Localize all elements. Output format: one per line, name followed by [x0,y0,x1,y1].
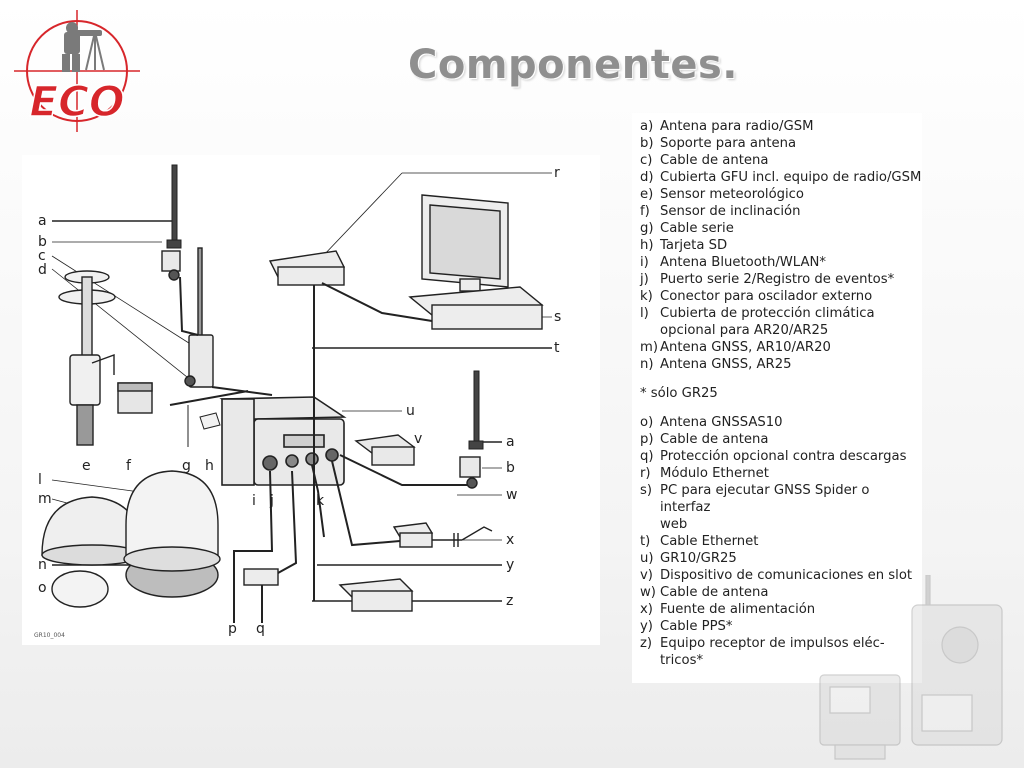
gnss-antenna-as10 [51,570,109,608]
callout-d: d [38,262,47,278]
legend-item: m)Antena GNSS, AR10/AR20 [640,340,831,355]
legend-item: i)Antena Bluetooth/WLAN* [640,255,826,270]
legend-item: r)Módulo Ethernet [640,466,769,481]
callout-n: n [38,557,47,573]
leader-r2 [321,172,403,258]
callout-v: v [414,431,422,447]
legend-item: z)Equipo receptor de impulsos eléc- tric… [640,636,885,668]
legend-item: c)Cable de antena [640,153,769,168]
callout-t: t [554,340,560,356]
antenna-bracket-left [161,250,181,281]
gfu-housing [184,247,214,388]
legend-item: n)Antena GNSS, AR25 [640,357,792,372]
cable-serial-g [169,390,249,406]
receiver-gr10 [219,396,347,486]
legend-footnote: * sólo GR25 [640,386,718,401]
cable-pps-y [277,470,298,574]
legend-item: p)Cable de antena [640,432,769,447]
legend-item: f)Sensor de inclinación [640,204,801,219]
callout-c: c [38,248,46,264]
callout-q: q [256,621,265,637]
callout-a: a [38,213,47,229]
gnss-antenna-ar10 [41,496,143,566]
pc-workstation [408,194,544,330]
legend-item: y)Cable PPS* [640,619,733,634]
callout-z: z [506,593,513,609]
legend-list-2: o)Antena GNSSAS10 p)Cable de antena q)Pr… [632,414,922,669]
cable-power [331,460,401,547]
slide-title: Componentes. [408,42,738,88]
legend-item: u)GR10/GR25 [640,551,737,566]
tilt-sensor [117,382,153,414]
callout-m: m [38,491,52,507]
cable-antenna-c [179,276,199,336]
callout-h: h [205,458,214,474]
legend-item: h)Tarjeta SD [640,238,728,253]
legend-item: w)Cable de antena [640,585,769,600]
cable-ethernet-to-pc [321,282,433,322]
cable-antenna-w [339,454,468,486]
callout-g: g [182,458,191,474]
legend-list-1: a)Antena para radio/GSM b)Soporte para a… [632,113,922,373]
callout-l: l [38,472,42,488]
legend-item: v)Dispositivo de comunicaciones en slot [640,568,913,583]
cable-gfu-receiver [211,386,273,396]
radio-antenna-right [468,370,484,450]
antenna-bracket-right [459,456,481,489]
slot-comm-device [354,434,416,466]
callout-k: k [316,493,325,509]
eco-logo: ECO [14,10,140,132]
callout-s: s [554,309,561,325]
pulse-receiver [338,578,414,612]
pps-device [243,568,279,586]
callout-w: w [506,487,517,503]
cable-antenna-p [233,470,274,623]
legend-item: j)Puerto serie 2/Registro de eventos* [640,272,895,287]
legend-item: b)Soporte para antena [640,136,797,151]
legend-item: s)PC para ejecutar GNSS Spider o interfa… [640,483,870,532]
legend-item: o)Antena GNSSAS10 [640,415,783,430]
legend-item: g)Cable serie [640,221,734,236]
ethernet-module [268,250,346,286]
leader-d [51,268,198,386]
callout-u: u [406,403,415,419]
callout-b: b [38,234,47,250]
callout-a2: a [506,434,515,450]
callout-i: i [252,493,256,509]
diagram-footnote: GR10_004 [34,632,65,639]
sd-card [199,412,221,430]
diagram-svg: a b c d e f g h i j k l m n o p q r s t … [34,164,561,639]
power-supply [392,522,493,548]
radio-antenna-left [166,164,182,249]
callout-f: f [126,458,132,474]
callout-r: r [554,165,560,181]
legend-panel: a)Antena para radio/GSM b)Soporte para a… [632,113,922,683]
total-station-icon [819,674,901,760]
components-diagram: a b c d e f g h i j k l m n o p q r s t … [22,155,600,645]
legend-item: k)Conector para oscilador externo [640,289,873,304]
legend-item: e)Sensor meteorológico [640,187,804,202]
legend-item: t)Cable Ethernet [640,534,759,549]
cable-k [311,464,325,538]
callout-y: y [506,557,514,573]
logo-text: ECO [29,77,124,126]
gnss-antenna-ar25 [123,470,221,598]
legend-item: d)Cubierta GFU incl. equipo de radio/GSM [640,170,922,185]
callout-p: p [228,621,237,637]
legend-item: l)Cubierta de protección climática opcio… [640,306,875,338]
callout-j: j [269,493,274,509]
meteo-sensor [58,270,116,446]
callout-e: e [82,458,91,474]
callout-x: x [506,532,514,548]
legend-item: a)Antena para radio/GSM [640,119,814,134]
callout-b2: b [506,460,515,476]
surveyor-icon [62,22,105,72]
leader-c [51,255,193,346]
callout-o: o [38,580,47,596]
legend-item: x)Fuente de alimentación [640,602,816,617]
total-station-decoration [819,575,1003,760]
total-station-icon [911,575,1003,746]
legend-item: q)Protección opcional contra descargas [640,449,907,464]
